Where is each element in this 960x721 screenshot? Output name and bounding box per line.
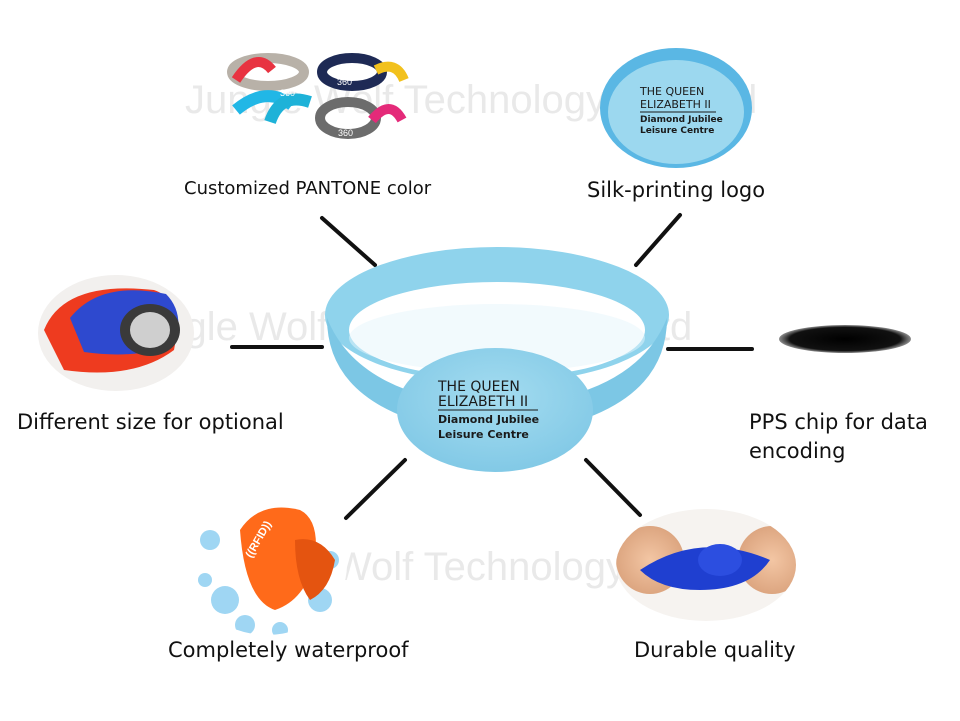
feature-label-chip-line1: PPS chip for data: [749, 410, 928, 434]
durable-quality-image: [616, 509, 796, 621]
pps-chip-image: [779, 325, 911, 353]
feature-label-pantone: Customized PANTONE color: [184, 178, 432, 199]
different-sizes-image: [38, 275, 194, 391]
feature-label-size: Different size for optional: [17, 410, 284, 434]
logo-line4: Leisure Centre: [438, 428, 529, 441]
connector-silk: [634, 213, 682, 267]
band-mark-360: 360: [280, 88, 295, 98]
connector-pantone: [320, 216, 377, 267]
logo-line1: THE QUEEN: [437, 379, 520, 395]
closeup-logo-line2: ELIZABETH II: [640, 98, 711, 111]
colored-wristbands-image: 360 360 360 360: [227, 53, 409, 140]
feature-label-chip-line2: encoding: [749, 439, 846, 463]
band-mark-360: 360: [338, 128, 353, 138]
silk-print-closeup-image: THE QUEEN ELIZABETH II Diamond Jubilee L…: [600, 48, 752, 168]
feature-label-durable: Durable quality: [634, 638, 796, 662]
logo-line2: ELIZABETH II: [438, 394, 528, 410]
closeup-logo-line4: Leisure Centre: [640, 126, 714, 136]
closeup-logo-line3: Diamond Jubilee: [640, 115, 723, 125]
band-mark-360: 360: [284, 130, 299, 140]
waterproof-image: ((RFID)): [187, 495, 347, 635]
connector-durable: [584, 458, 642, 517]
closeup-logo-line1: THE QUEEN: [639, 85, 704, 98]
band-mark-360: 360: [337, 77, 352, 87]
main-wristband-image: THE QUEEN ELIZABETH II Diamond Jubilee L…: [325, 247, 669, 472]
logo-line3: Diamond Jubilee: [438, 413, 539, 426]
connector-lines: [230, 213, 754, 520]
feature-label-silk: Silk-printing logo: [587, 178, 766, 202]
feature-label-waterproof: Completely waterproof: [168, 638, 409, 662]
connector-waterproof: [344, 458, 407, 520]
